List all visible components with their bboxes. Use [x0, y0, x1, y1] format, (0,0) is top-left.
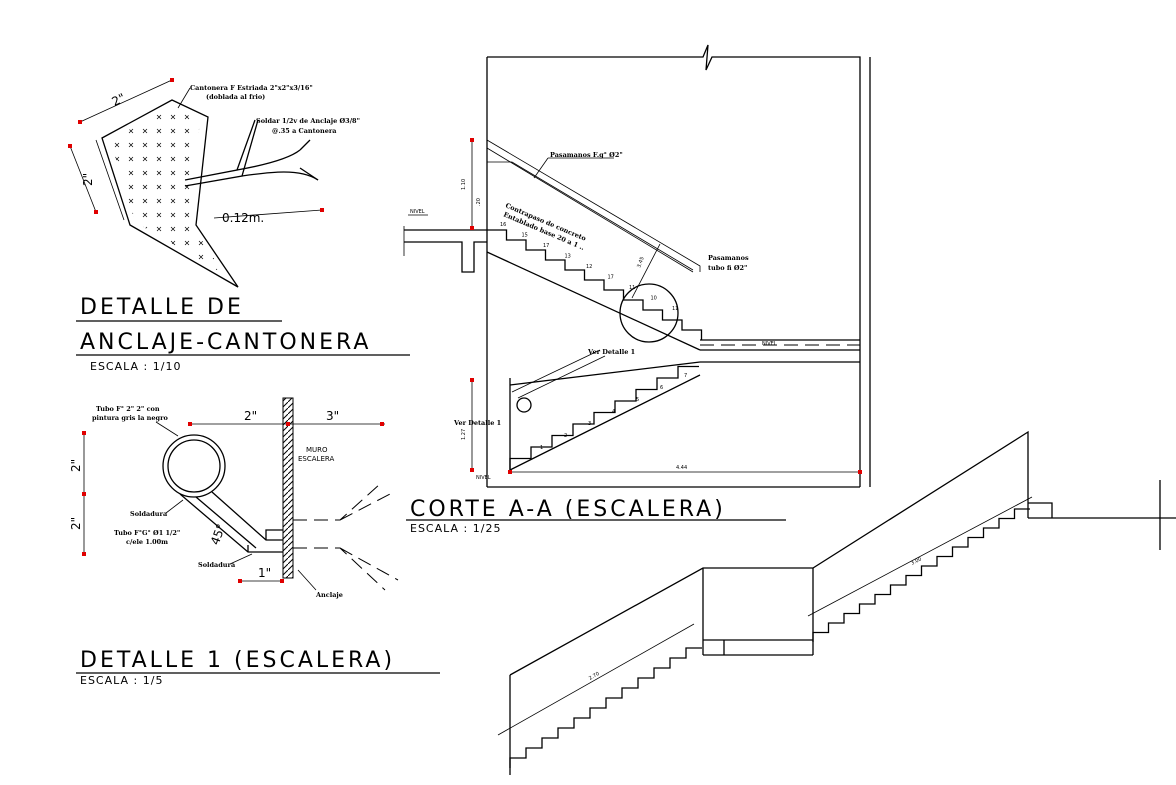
corte-title: CORTE A-A (ESCALERA)	[410, 497, 726, 522]
corte-scale: ESCALA : 1/25	[410, 522, 501, 535]
ver-detalle-1b: Ver Detalle 1	[453, 419, 501, 427]
tubo-note-1: Tubo F° 2" 2" con	[96, 405, 160, 413]
iso-lower-steps	[509, 647, 702, 768]
dim-110: 1.10	[461, 179, 467, 190]
step-number-upper: 16	[500, 222, 506, 228]
tubo-fg-1: Tubo F°G° Ø1 1/2"	[114, 529, 180, 537]
iso-dim-lower: 2.70	[588, 671, 601, 682]
anclaje-label: Anclaje	[315, 591, 343, 599]
step-number-upper: 15	[522, 233, 528, 239]
dim-444: 4.44	[676, 465, 687, 471]
dim-3in: 3"	[326, 409, 339, 423]
pasamanos-right-2: tubo fi Ø2"	[708, 264, 747, 272]
detalle1-title: DETALLE 1 (ESCALERA)	[80, 648, 395, 673]
cantonera-hatch	[110, 108, 225, 275]
lower-flight-steps	[509, 365, 699, 470]
detalle1-scale: ESCALA : 1/5	[80, 674, 163, 687]
dim-left-label: 2"	[81, 173, 95, 186]
step-number-upper: 11	[629, 285, 635, 291]
dim-1in: 1"	[258, 566, 271, 580]
anclaje-title-2: ANCLAJE-CANTONERA	[80, 330, 371, 355]
step-number-upper: 11	[672, 306, 678, 312]
note-cantonera-2: (doblada al frio)	[206, 93, 265, 101]
dim-top-label: 2"	[110, 91, 128, 109]
corte-aa-group: NIVEL NIVEL 4.44 1.10 .20 1.27	[403, 44, 871, 535]
anclaje-scale: ESCALA : 1/10	[90, 360, 181, 373]
dim-345: 3.45	[636, 256, 645, 269]
step-number-lower: 1	[540, 445, 543, 451]
detalle-1-group: 2" 3" 2" 2" 1" 45° MURO ESCALERA Tubo F°…	[69, 397, 440, 687]
note-soldar-2: @.35 a Cantonera	[272, 127, 337, 135]
anchor-dashed	[293, 483, 399, 591]
detail-circle	[619, 283, 679, 343]
anclaje-title-1: DETALLE DE	[80, 295, 244, 320]
note-soldar-1: Soldar 1/2v de Anclaje Ø3/8"	[256, 117, 360, 125]
muro-label-1: MURO	[306, 446, 328, 454]
isometric-group: 2.70 3.00	[497, 430, 1176, 775]
handrail-tube	[162, 434, 226, 498]
dim-2in: 2"	[244, 409, 257, 423]
soldadura-1: Soldadura	[130, 510, 168, 518]
upper-flight-steps	[487, 229, 703, 340]
nivel-lower: NIVEL	[476, 475, 491, 481]
pasamanos-right-1: Pasamanos	[708, 254, 749, 262]
dim-left-bottom: 2"	[69, 517, 83, 530]
step-number-lower: 3	[588, 421, 591, 427]
cantonera-profile	[101, 99, 239, 288]
step-number-lower: 5	[636, 397, 639, 403]
tubo-fg-2: c/ele 1.00m	[126, 538, 168, 546]
nivel-middle: NIVEL	[762, 341, 777, 347]
detalle-anclaje-group: 2" 2" 0.12m. Cantonera F Estriada 2"x2"x…	[68, 78, 410, 373]
step-number-upper: 13	[565, 254, 571, 260]
iso-dim-upper: 3.00	[910, 556, 923, 567]
dim-length-label: 0.12m.	[222, 211, 264, 225]
step-number-lower: 6	[660, 385, 663, 391]
tubo-note-2: pintura gris la negro	[92, 414, 169, 422]
step-number-upper: 17	[608, 275, 614, 281]
nivel-upper: NIVEL	[410, 209, 425, 215]
note-cantonera-1: Cantonera F Estriada 2"x2"x3/16"	[190, 84, 313, 92]
step-number-lower: 2	[564, 433, 567, 439]
angle-45: 45°	[208, 522, 228, 547]
dim-20: .20	[476, 198, 482, 206]
muro-label-2: ESCALERA	[298, 455, 334, 463]
soldadura-2: Soldadura	[198, 561, 236, 569]
step-number-upper: 12	[586, 264, 592, 270]
dim-127: 1.27	[461, 429, 467, 440]
ver-detalle-1: Ver Detalle 1	[587, 348, 635, 356]
iso-upper-steps	[812, 508, 1030, 642]
dim-left-top: 2"	[69, 459, 83, 472]
step-number-lower: 4	[612, 409, 615, 415]
step-number-upper: 17	[543, 243, 549, 249]
step-number-lower: 7	[684, 373, 687, 379]
step-number-upper: 10	[651, 296, 657, 302]
muro-wall	[282, 397, 294, 579]
pasamanos-top: Pasamanos F.g° Ø2"	[550, 151, 623, 159]
